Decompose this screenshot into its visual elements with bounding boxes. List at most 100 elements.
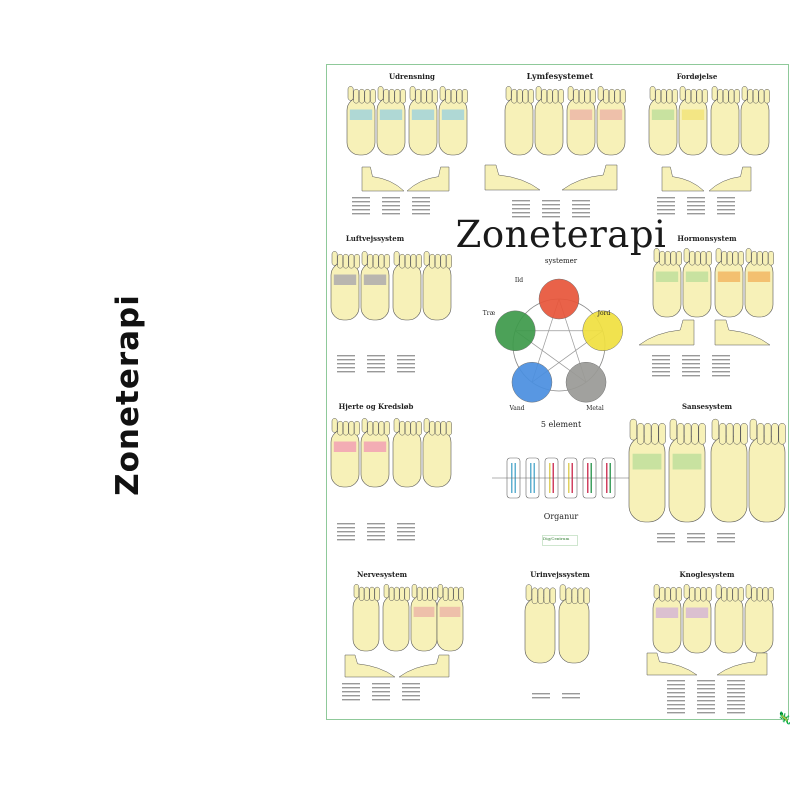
legend-line [657,197,675,199]
legend-line [532,693,550,695]
foot-toe [411,584,418,599]
zone-highlight [685,271,709,282]
foot-toe [393,251,400,266]
foot-toe [649,86,656,101]
side-foot [406,166,450,192]
legend-line [652,371,670,373]
foot-toe [711,86,718,101]
foot-toe [706,250,712,266]
foot-toe [669,418,677,441]
foot-toe [426,88,433,104]
foot-toe [394,586,400,601]
foot-sole [436,594,464,652]
legend-line [697,688,715,690]
foot-toe [636,423,645,445]
legend-line [382,197,400,199]
foot-toe [726,250,733,266]
legend-line [682,355,700,357]
legend-line [402,683,420,685]
foot-toe [440,253,447,269]
zone-highlight [632,453,662,470]
legend-line [717,537,735,539]
foot-toe [416,420,422,436]
foot-toe [364,88,371,104]
foot-toe [422,586,428,601]
legend-line [652,367,670,369]
zone-highlight [413,606,435,617]
foot-toe [762,586,769,602]
foot-sole [740,97,770,156]
foot-toe [715,248,722,263]
legend-line [682,367,700,369]
section-title-fordojelse: Fordøjelse [676,72,718,81]
legend-line [512,204,530,206]
foot-toe [410,253,417,269]
foot-sole [422,429,452,488]
foot-toe [409,86,416,101]
foot-toe [546,88,553,104]
side-foot [484,164,541,191]
foot-toe [399,586,405,601]
foot-toe [764,88,770,104]
foot-toe [535,86,542,101]
legend-line [727,700,745,702]
zone-highlight [333,274,357,285]
foot-toe [432,586,438,601]
foot-sole [744,595,774,654]
foot-toe [733,423,741,445]
foot-toe [415,88,422,104]
legend-line [667,692,685,694]
element-circle-trae [495,310,536,352]
foot-toe [614,88,621,104]
foot-sole [744,259,774,318]
foot-toe [399,420,406,436]
legend-line [657,205,675,207]
legend-line [342,691,360,693]
zone-highlight [717,271,741,282]
foot-toe [416,586,423,601]
legend-line [352,201,370,203]
foot-toe [583,587,590,605]
legend-line [352,209,370,211]
legend-line [397,527,415,529]
foot-toe [331,418,338,433]
legend-line [697,696,715,698]
foot-toe [383,88,390,104]
element-label-ild: Ild [514,277,524,284]
foot-toe [367,420,374,436]
legend-line [687,541,705,543]
zone-highlight [349,109,373,120]
legend-line [367,367,385,369]
legend-line [727,684,745,686]
foot-toe [694,250,701,266]
foot-toe [450,88,457,104]
section-title-lymfesystemet: Lymfesystemet [526,71,594,81]
legend-line [682,359,700,361]
foot-sole [668,435,706,523]
foot-toe [726,586,733,602]
foot-toe [429,420,436,436]
foot-toe [653,248,660,263]
foot-toe [342,253,349,269]
legend-line [657,541,675,543]
organ-clock-label: Organur [543,512,579,521]
legend-line [572,204,590,206]
foot-toe [691,423,699,445]
foot-toe [353,88,360,104]
zone-highlight [685,607,709,618]
foot-toe [440,420,447,436]
foot-toe [740,423,748,445]
poster-subtitle: systemer [544,257,578,265]
foot-sole [392,429,422,488]
foot-sole [628,435,666,523]
legend-line [337,539,355,541]
legend-line [397,523,415,525]
foot-toe [659,250,666,266]
legend-line [657,201,675,203]
legend-line [657,537,675,539]
legend-line [397,355,415,357]
foot-toe [732,586,739,602]
foot-sole [382,594,410,652]
legend-line [372,691,390,693]
legend-line [652,355,670,357]
